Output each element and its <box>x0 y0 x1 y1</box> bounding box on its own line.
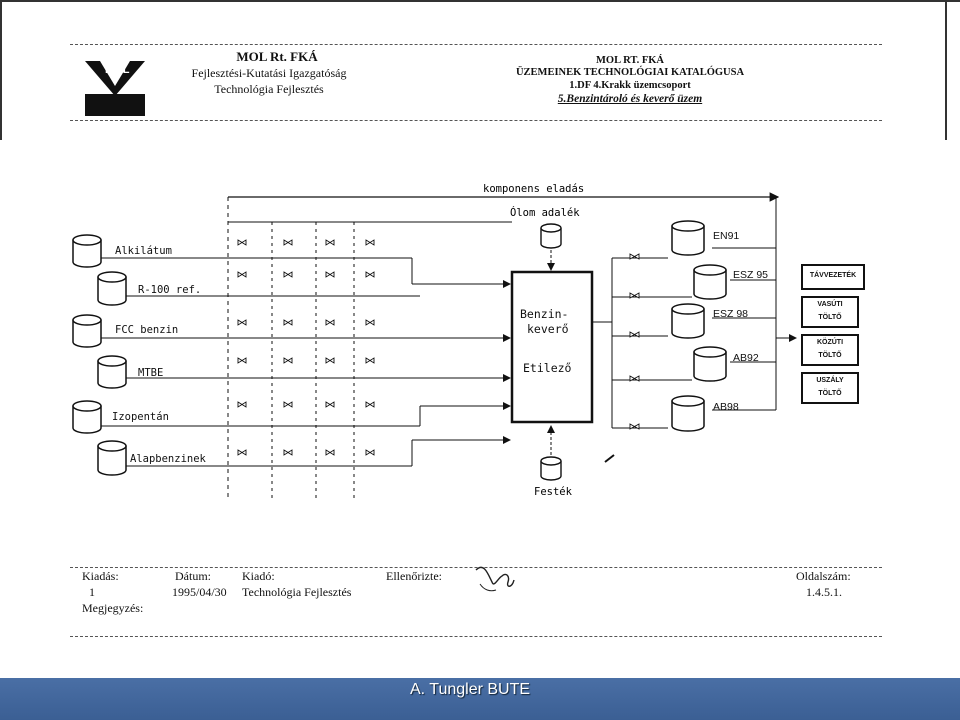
header-right-line3: 1.DF 4.Krakk üzemcsoport <box>569 80 691 91</box>
logo-text: MOL <box>105 64 130 76</box>
valve-row-1 <box>237 239 375 246</box>
oldalszam-label: Oldalszám: <box>796 569 851 583</box>
credit-text: A. Tungler BUTE <box>410 681 531 698</box>
festek-tank <box>540 456 562 481</box>
destination-label-3-line1: USZÁLY <box>816 377 844 384</box>
left-frame-line <box>0 0 2 140</box>
process-flow-diagram: komponens eladás <box>72 183 797 500</box>
source-label-4: Izopentán <box>112 411 169 423</box>
tank-ab98 <box>671 395 705 432</box>
festek-label: Festék <box>534 486 573 498</box>
header-right-subtitle: 5.Benzintároló és keverő üzem <box>557 93 703 105</box>
mixer-line1: Benzin- <box>520 307 568 321</box>
destination-box-1: VASÚTI TÖLTŐ <box>801 296 859 328</box>
destination-label-1-line1: VASÚTI <box>817 301 843 308</box>
destination-box-0: TÁVVEZETÉK <box>801 264 865 290</box>
oldalszam-value: 1.4.5.1. <box>806 585 842 599</box>
product-label-2: ESZ 98 <box>713 308 748 320</box>
header-right-title: MOL RT. FKÁ <box>596 55 664 66</box>
destination-label-0-line1: TÁVVEZETÉK <box>809 272 857 279</box>
header-right-line2: ÜZEMEINEK TECHNOLÓGIAI KATALÓGUSA <box>515 67 745 78</box>
right-frame-line <box>945 0 947 140</box>
destination-label-2-line2: TÖLTŐ <box>818 352 842 359</box>
datum-value: 1995/04/30 <box>172 585 227 599</box>
tank-alapbenzinek <box>97 440 127 476</box>
valve-row-5 <box>237 401 375 408</box>
olom-label: Ólom adalék <box>510 206 580 219</box>
footer-line-bottom <box>70 636 882 638</box>
tank-esz98 <box>671 303 705 339</box>
product-tanks <box>671 220 727 432</box>
komponens-label: komponens eladás <box>483 183 584 195</box>
source-label-1: R-100 ref. <box>138 284 201 296</box>
ellenorizte-label: Ellenőrizte: <box>386 569 442 583</box>
mixer-line2: keverő <box>527 322 569 336</box>
destination-label-3-line2: TÖLTŐ <box>818 390 842 397</box>
kiadas-label: Kiadás: <box>82 569 119 583</box>
kiadas-value: 1 <box>89 585 95 599</box>
mol-logo: MOL <box>85 61 145 116</box>
header-left-line3: Technológia Fejlesztés <box>214 82 324 96</box>
megjegyzes-label: Megjegyzés: <box>82 601 144 615</box>
header-left-title: MOL Rt. FKÁ <box>236 49 318 64</box>
tank-esz95 <box>693 264 727 300</box>
tank-mtbe <box>97 355 127 389</box>
source-flow-lines <box>101 257 511 467</box>
collector-lines <box>271 222 355 500</box>
product-label-1: ESZ 95 <box>733 269 768 281</box>
kiado-value: Technológia Fejlesztés <box>242 585 352 599</box>
product-flow-lines <box>592 215 797 429</box>
tank-alkilatum <box>72 234 102 268</box>
destination-box-3: USZÁLY TÖLTŐ <box>801 372 859 404</box>
destination-label-2-line1: KÖZÚTI <box>816 339 844 346</box>
olom-tank <box>540 223 562 249</box>
product-label-4: AB98 <box>713 401 739 413</box>
destination-label-1-line2: TÖLTŐ <box>818 314 842 321</box>
kiado-label: Kiadó: <box>242 569 275 583</box>
source-label-3: MTBE <box>138 367 163 379</box>
destination-box-2: KÖZÚTI TÖLTŐ <box>801 334 859 366</box>
datum-label: Dátum: <box>175 569 211 583</box>
valve-row-6 <box>237 449 375 456</box>
tank-en91 <box>671 220 705 256</box>
header-line-top <box>70 44 882 46</box>
valve-row-3 <box>237 319 375 326</box>
tank-r100 <box>97 271 127 306</box>
signature <box>475 566 515 592</box>
top-frame-line <box>0 0 960 2</box>
source-label-2: FCC benzin <box>115 324 178 336</box>
valve-row-4 <box>237 357 375 364</box>
tank-fcc <box>72 314 102 348</box>
header-line-bottom <box>70 120 882 122</box>
footer-line-top <box>70 567 882 569</box>
source-tanks <box>72 234 127 476</box>
product-label-0: EN91 <box>713 230 739 242</box>
source-label-0: Alkilátum <box>115 245 172 257</box>
bottom-bar <box>0 678 960 720</box>
product-valves <box>629 253 640 430</box>
mixer-line3: Etilező <box>523 361 572 375</box>
valve-row-2 <box>237 271 375 278</box>
mixer-box <box>510 270 594 424</box>
valve-matrix <box>237 239 375 456</box>
tank-ab92 <box>693 346 727 382</box>
source-label-5: Alapbenzinek <box>130 453 207 465</box>
product-label-3: AB92 <box>733 352 759 364</box>
header-left-line2: Fejlesztési-Kutatási Igazgatóság <box>191 66 347 80</box>
tank-izopentan <box>72 400 102 434</box>
